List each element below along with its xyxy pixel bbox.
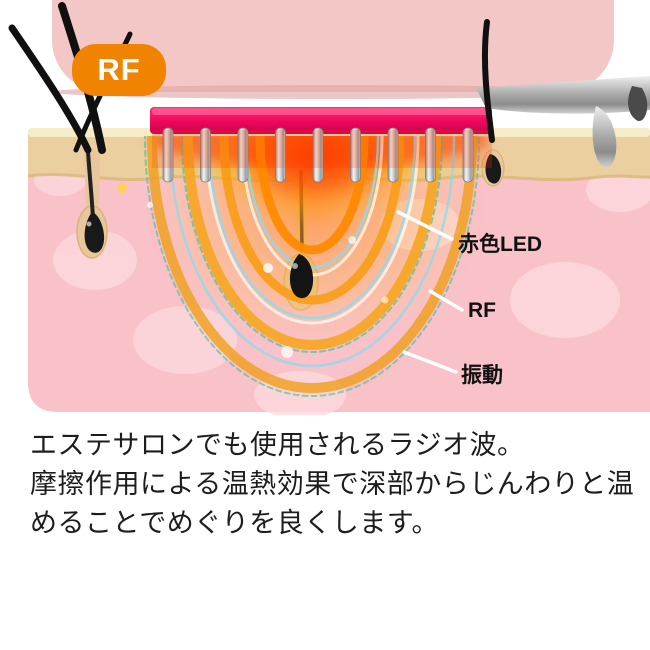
description-line-3: めることでめぐりを良くします。 xyxy=(30,508,439,538)
skin-cross-section-illustration: RF 赤色LED RF 振動 xyxy=(8,0,650,415)
skin-diagram xyxy=(8,0,650,415)
label-vibration: 振動 xyxy=(461,364,503,387)
label-rf: RF xyxy=(468,299,496,322)
hair-follicle-left xyxy=(76,150,108,259)
leader-line-red-led xyxy=(396,210,454,241)
hair-bulb-center xyxy=(289,254,314,299)
label-red-led: 赤色LED xyxy=(458,233,542,256)
device-metal-edge xyxy=(476,76,650,168)
description-line-1: エステサロンでも使用されるラジオ波。 xyxy=(30,430,525,460)
leader-line-vibration xyxy=(402,350,458,374)
leader-line-rf xyxy=(428,289,464,312)
description-text: エステサロンでも使用されるラジオ波。 摩擦作用による温熱効果で深部からじんわりと… xyxy=(30,426,634,543)
treatment-head xyxy=(150,107,492,183)
head-pins xyxy=(162,127,474,183)
callout-lines xyxy=(396,210,464,374)
device-body xyxy=(52,0,614,99)
hair-follicle-right xyxy=(481,149,505,187)
rf-badge-label: RF xyxy=(97,52,141,87)
sparkles xyxy=(117,183,389,358)
rf-badge: RF xyxy=(72,44,166,96)
rf-wave-arcs xyxy=(144,136,480,397)
description-line-2: 摩擦作用による温熱効果で深部からじんわりと温 xyxy=(30,469,635,499)
